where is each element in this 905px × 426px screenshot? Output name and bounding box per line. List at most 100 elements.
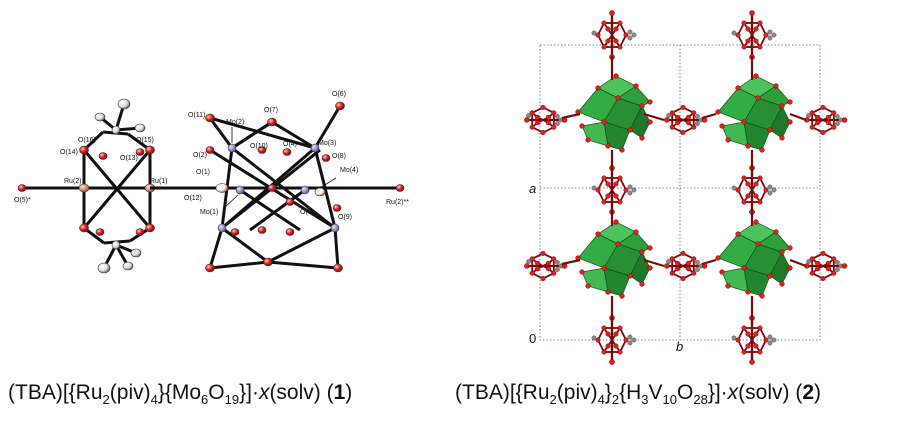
oxygen-atom [735, 85, 741, 91]
oxygen-atom [809, 256, 815, 262]
oxygen-atom [753, 38, 759, 44]
oxygen-atom [545, 266, 551, 272]
caption-subscript: 6 [201, 392, 209, 408]
oxygen-atom [753, 73, 759, 79]
oxygen-atom [735, 187, 741, 193]
ru-paddlewheel-unit-vertical [731, 315, 777, 365]
oxygen-atom [585, 283, 591, 289]
ru-paddlewheel-unit-vertical [591, 315, 637, 365]
caption-text: (solv) ( [269, 381, 334, 404]
caption-text: (piv) [109, 381, 151, 404]
oxygen-atom [820, 250, 826, 256]
oxygen-atom [809, 124, 815, 130]
oxygen-atom [535, 120, 541, 126]
oxygen-atom [601, 349, 607, 355]
caption-subscript: 28 [693, 392, 708, 408]
compound-number: 1 [333, 381, 346, 404]
carbon-atom [806, 259, 811, 264]
oxygen-atom [535, 260, 541, 266]
oxygen-atom [787, 245, 793, 251]
oxygen-atom [691, 256, 697, 262]
oxygen-atom [601, 325, 607, 331]
compound-number: 2 [802, 381, 815, 404]
carbon-atom [767, 340, 773, 346]
atom-label: O(9) [338, 214, 352, 221]
oxygen-atom [669, 124, 675, 130]
decavanadate-cluster [575, 73, 653, 153]
oxygen-atom [680, 104, 686, 110]
oxygen-atom [745, 143, 751, 149]
oxygen-atom [675, 266, 681, 272]
oxygen-atom [815, 114, 821, 120]
oxygen-atom [825, 114, 831, 120]
oxygen-atom [735, 32, 741, 38]
carbon-atom [695, 114, 700, 119]
oxygen-atom [605, 193, 611, 199]
oxygen-atom [551, 256, 557, 262]
structure-2-packing: a 0 b [524, 10, 848, 365]
oxygen-atom [613, 193, 619, 199]
oxygen-atom [685, 266, 691, 272]
oxygen-atom [820, 276, 826, 282]
carbon-atom [591, 335, 597, 341]
oxygen-atom [753, 331, 759, 337]
atom-label: O(16) [78, 137, 96, 144]
carbon-atom [835, 121, 840, 127]
oxygen-atom [680, 250, 686, 256]
oxygen-atom [639, 249, 645, 255]
carbon-atom [591, 185, 597, 191]
oxygen-atom [605, 26, 611, 32]
oxygen-atom [815, 266, 821, 272]
oxygen-atom [675, 120, 681, 126]
atom-label: Mo(2) [226, 119, 244, 126]
carbon-atom [731, 30, 737, 36]
carbon-atom [555, 114, 560, 119]
oxygen-atom [551, 110, 557, 116]
caption-subscript: 4 [597, 392, 605, 408]
oxygen-atom [605, 181, 611, 187]
axial-link [701, 258, 717, 266]
oxygen-atom [613, 331, 619, 337]
oxygen-atom [753, 26, 759, 32]
oxygen-atom [787, 265, 793, 271]
oxygen-atom [741, 44, 747, 50]
atom-label: O(8) [332, 153, 346, 160]
oxygen-atom [595, 337, 601, 343]
oxygen-atom [715, 255, 721, 261]
oxygen-atom [613, 38, 619, 44]
oxygen-atom [753, 193, 759, 199]
caption-text: (solv) ( [738, 381, 803, 404]
caption-subscript: 19 [224, 392, 240, 408]
oxygen-atom [551, 124, 557, 130]
carbon-atom [631, 32, 637, 38]
oxygen-atom [529, 270, 535, 276]
oxygen-atom [691, 270, 697, 276]
oxygen-atom [601, 175, 607, 181]
oxygen-atom [623, 337, 629, 343]
oxygen-atom [647, 245, 653, 251]
oxygen-atom [605, 289, 611, 295]
oxygen-atom [585, 137, 591, 143]
axial-link [701, 112, 717, 120]
oxygen-atom [757, 199, 763, 205]
oxygen-atom [779, 249, 785, 255]
axis-label-a: a [529, 181, 536, 196]
oxygen-atom [633, 229, 639, 235]
oxygen-atom [825, 260, 831, 266]
atom-label: O(13) [120, 155, 138, 162]
axis-label-b: b [676, 339, 683, 354]
caption-compound-1: (TBA)[{Ru2(piv)4}{Mo6O19}]·x(solv) (1) [8, 381, 352, 407]
carbon-atom [835, 259, 840, 265]
oxygen-atom [579, 269, 585, 275]
oxygen-atom [601, 20, 607, 26]
atom-label: Ru(2)** [386, 199, 409, 206]
caption-text: }]· [239, 381, 259, 404]
oxygen-atom [639, 135, 645, 141]
caption-text: O [677, 381, 694, 404]
oxygen-atom [647, 119, 653, 125]
oxygen-atom [669, 256, 675, 262]
oxygen-atom [691, 124, 697, 130]
carbon-atom [555, 267, 560, 272]
caption-text: (piv) [556, 381, 598, 404]
